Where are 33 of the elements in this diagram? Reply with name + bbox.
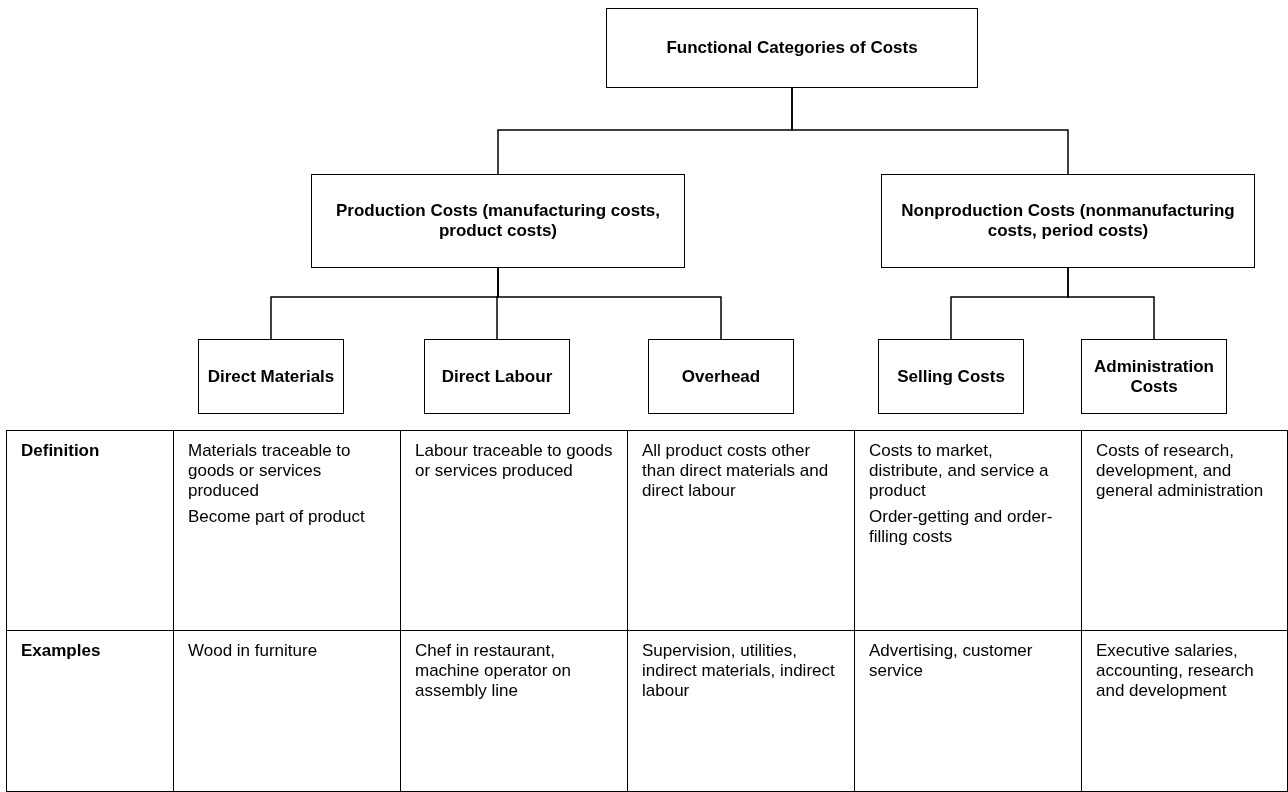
cell-text: Costs to market, distribute, and service a product — [869, 441, 1050, 501]
cell-text: Labour traceable to goods or services produced — [415, 441, 614, 481]
category-box — [311, 174, 685, 268]
cell-text: Executive salaries, accounting, research and development — [1096, 641, 1255, 701]
cell-text: Chef in restaurant, machine operator on assembly line — [415, 641, 572, 701]
category-label: Functional Categories of Costs — [666, 38, 918, 58]
connector-line — [1067, 267, 1155, 340]
category-label: Production Costs (manufacturing costs, product costs) — [335, 201, 661, 241]
category-box — [606, 8, 978, 88]
cell-text: Become part of product — [188, 507, 366, 527]
cell-text: Order-getting and order-filling costs — [869, 507, 1054, 547]
cell-text: Materials traceable to goods or services produced — [188, 441, 352, 501]
connector-line — [497, 267, 722, 340]
category-label: Selling Costs — [897, 366, 1005, 387]
category-box — [878, 339, 1024, 414]
row-header: Definition — [21, 441, 101, 461]
category-box — [1081, 339, 1227, 414]
cell-text: Costs of research, development, and general administration — [1096, 441, 1265, 501]
cell-text: All product costs other than direct materials and direct labour — [642, 441, 830, 501]
cell-text: Supervision, utilities, indirect materials, indirect labour — [642, 641, 836, 701]
category-label: Overhead — [681, 366, 761, 387]
category-box — [648, 339, 794, 414]
category-label: Direct Labour — [441, 366, 553, 387]
category-label: Direct Materials — [207, 366, 335, 387]
category-label: Nonproduction Costs (nonmanufacturing costs, period costs) — [900, 201, 1236, 241]
cell-text: Wood in furniture — [188, 641, 319, 661]
category-label: Administration Costs — [1093, 356, 1215, 397]
connector-line — [791, 87, 1069, 175]
category-box — [198, 339, 344, 414]
category-box — [424, 339, 570, 414]
cell-text: Advertising, customer service — [869, 641, 1034, 681]
category-box — [881, 174, 1255, 268]
row-header: Examples — [21, 641, 102, 661]
